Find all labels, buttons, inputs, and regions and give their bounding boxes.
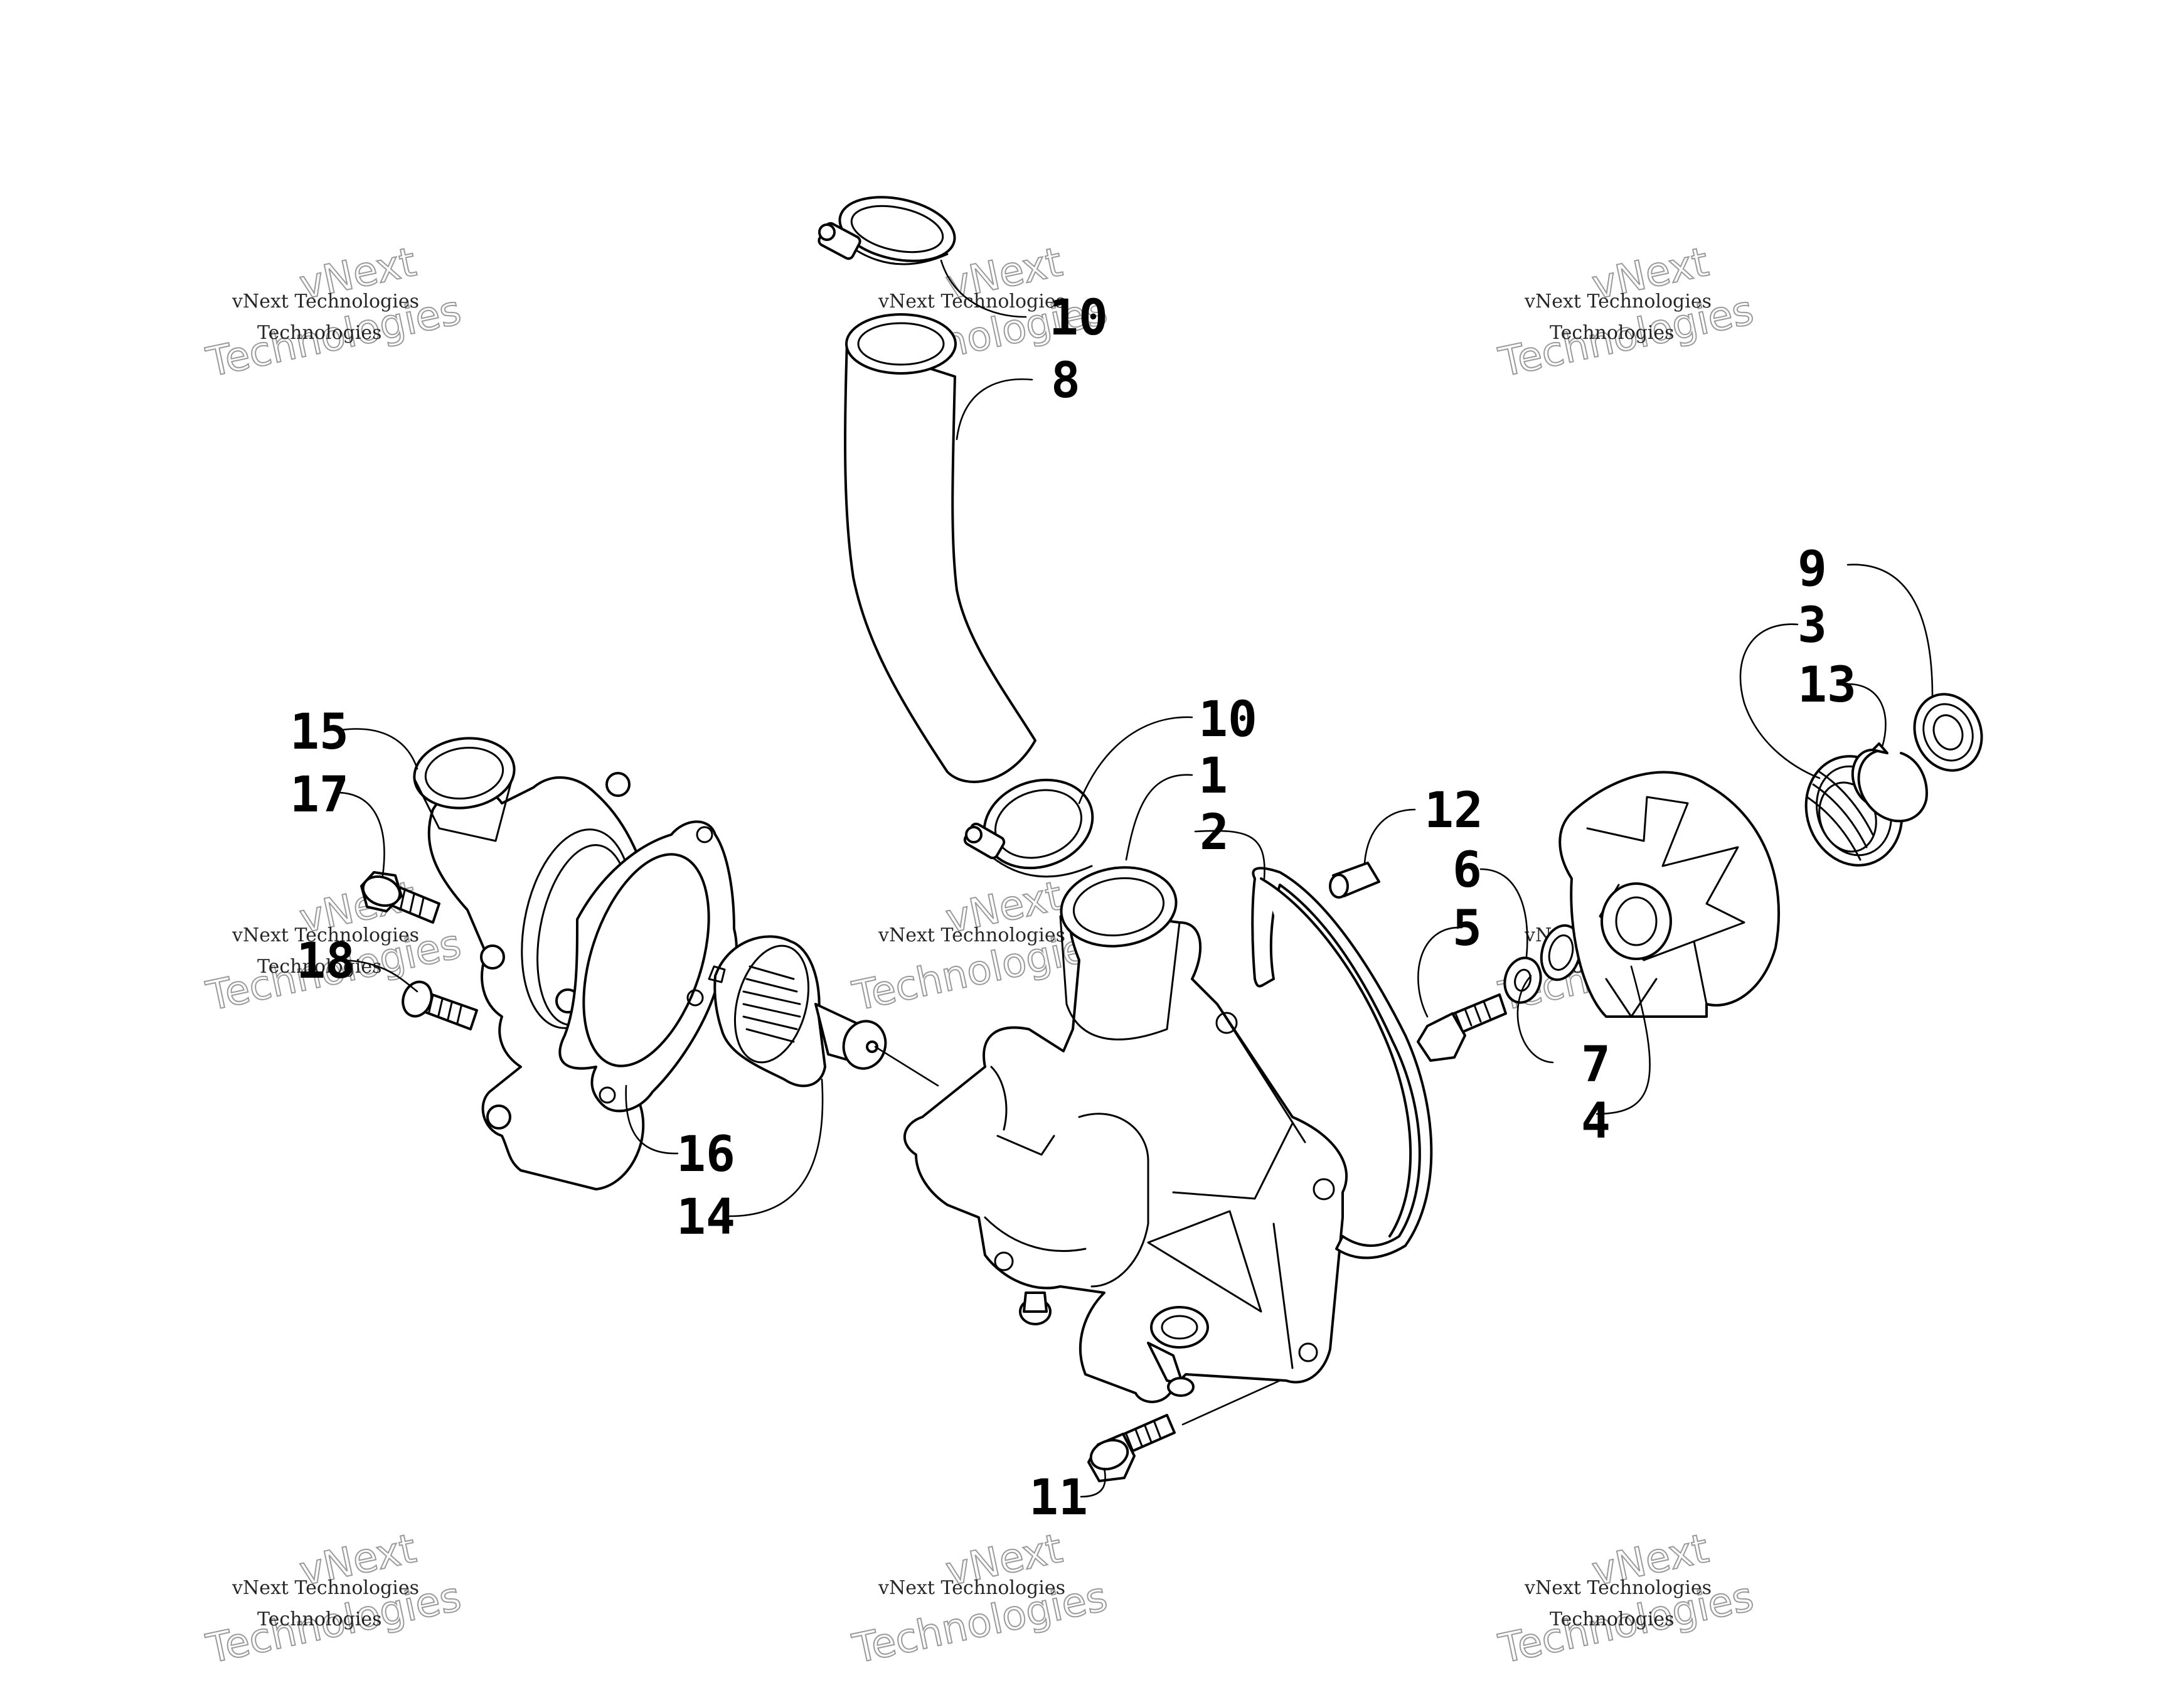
callout-12: 12: [1424, 783, 1483, 839]
svg-text:vNext Technologies: vNext Technologies: [878, 924, 1065, 946]
leader-5: [1417, 926, 1463, 1018]
thermostat: [708, 935, 887, 1088]
leader-14: [728, 1078, 824, 1217]
svg-text:Technologies: Technologies: [1550, 1608, 1675, 1630]
callout-14: 14: [676, 1189, 735, 1246]
leader-18: [338, 959, 418, 993]
callout-10-top: 10: [1049, 290, 1108, 346]
svg-text:vNext Technologies: vNext Technologies: [232, 1577, 419, 1599]
callout-4: 4: [1581, 1093, 1611, 1150]
leader-bolt-axis: [1181, 1379, 1281, 1426]
callout-9: 9: [1798, 541, 1827, 597]
leader-10-top: [940, 259, 1027, 318]
circlip: [1857, 742, 1928, 823]
washer: [1503, 956, 1542, 1004]
leader-15: [341, 728, 418, 770]
watermark-7: vNext Technologies vNext Technologies Te…: [202, 1525, 466, 1674]
leader-9: [1846, 564, 1934, 698]
water-pump-housing: [903, 866, 1348, 1403]
svg-text:vNext Technologies: vNext Technologies: [1524, 291, 1712, 313]
callout-15: 15: [290, 704, 349, 761]
leader-2: [1194, 830, 1265, 880]
watermark-layer: vNext Technologies vNext Technologies Te…: [202, 238, 1759, 1674]
svg-text:vNext Technologies: vNext Technologies: [232, 291, 419, 313]
impeller: [1558, 771, 1781, 1018]
callout-labels: 10 8 10 1 2 12 6 5 7 4 9 3 13 15 17 18 1…: [290, 290, 1856, 1526]
svg-text:Technologies: Technologies: [257, 956, 382, 978]
bolt-18: [402, 980, 478, 1030]
callout-8: 8: [1051, 353, 1080, 409]
callout-5: 5: [1452, 901, 1482, 957]
leader-lines: [338, 259, 1934, 1498]
svg-text:Technologies: Technologies: [257, 322, 382, 344]
leader-17: [338, 791, 385, 877]
coolant-hose: [844, 313, 1036, 783]
leader-7: [1516, 975, 1554, 1064]
housing-o-ring: [1251, 867, 1433, 1259]
svg-text:Technologies: Technologies: [1550, 322, 1675, 344]
svg-text:vNext Technologies: vNext Technologies: [232, 924, 419, 946]
oil-seal: [1913, 693, 1983, 772]
callout-17: 17: [290, 767, 349, 823]
leader-12: [1363, 808, 1416, 864]
svg-text:vNext Technologies: vNext Technologies: [1524, 1577, 1712, 1599]
leader-16: [625, 1084, 679, 1155]
callout-11: 11: [1029, 1470, 1088, 1526]
leader-11: [1080, 1467, 1106, 1498]
dowel-pin: [1329, 862, 1380, 899]
leader-8: [956, 378, 1033, 441]
callout-6: 6: [1452, 842, 1482, 899]
flange-bolt-17: [360, 871, 440, 924]
impeller-bolt: [1417, 993, 1507, 1062]
leader-4: [1595, 965, 1651, 1115]
svg-text:vNext Technologies: vNext Technologies: [878, 1577, 1065, 1599]
watermark-3: vNext Technologies vNext Technologies Te…: [1494, 238, 1759, 387]
callout-1: 1: [1198, 748, 1228, 805]
callout-2: 2: [1200, 805, 1229, 861]
leader-thermostat-axis: [874, 1045, 939, 1087]
leader-13: [1846, 683, 1887, 748]
callout-7: 7: [1581, 1037, 1611, 1093]
callout-16: 16: [676, 1126, 735, 1183]
callout-3: 3: [1798, 597, 1827, 654]
leader-1: [1125, 774, 1193, 861]
callout-10-bottom: 10: [1198, 692, 1257, 748]
leader-6: [1479, 868, 1528, 958]
leader-10-bottom: [1078, 716, 1193, 805]
watermark-1: vNext Technologies vNext Technologies Te…: [202, 238, 466, 387]
leader-3: [1739, 623, 1821, 779]
callout-13: 13: [1798, 657, 1856, 714]
watermark-8: vNext Technologies vNext Technologies: [848, 1525, 1112, 1674]
hose-clamp-bottom: [963, 778, 1094, 878]
housing-gasket: [558, 820, 738, 1113]
svg-text:Technologies: Technologies: [257, 1608, 382, 1630]
housing-bolt-11: [1087, 1414, 1176, 1482]
hose-clamp-top: [818, 196, 956, 265]
callout-18: 18: [296, 933, 355, 990]
watermark-9: vNext Technologies vNext Technologies Te…: [1494, 1525, 1759, 1674]
